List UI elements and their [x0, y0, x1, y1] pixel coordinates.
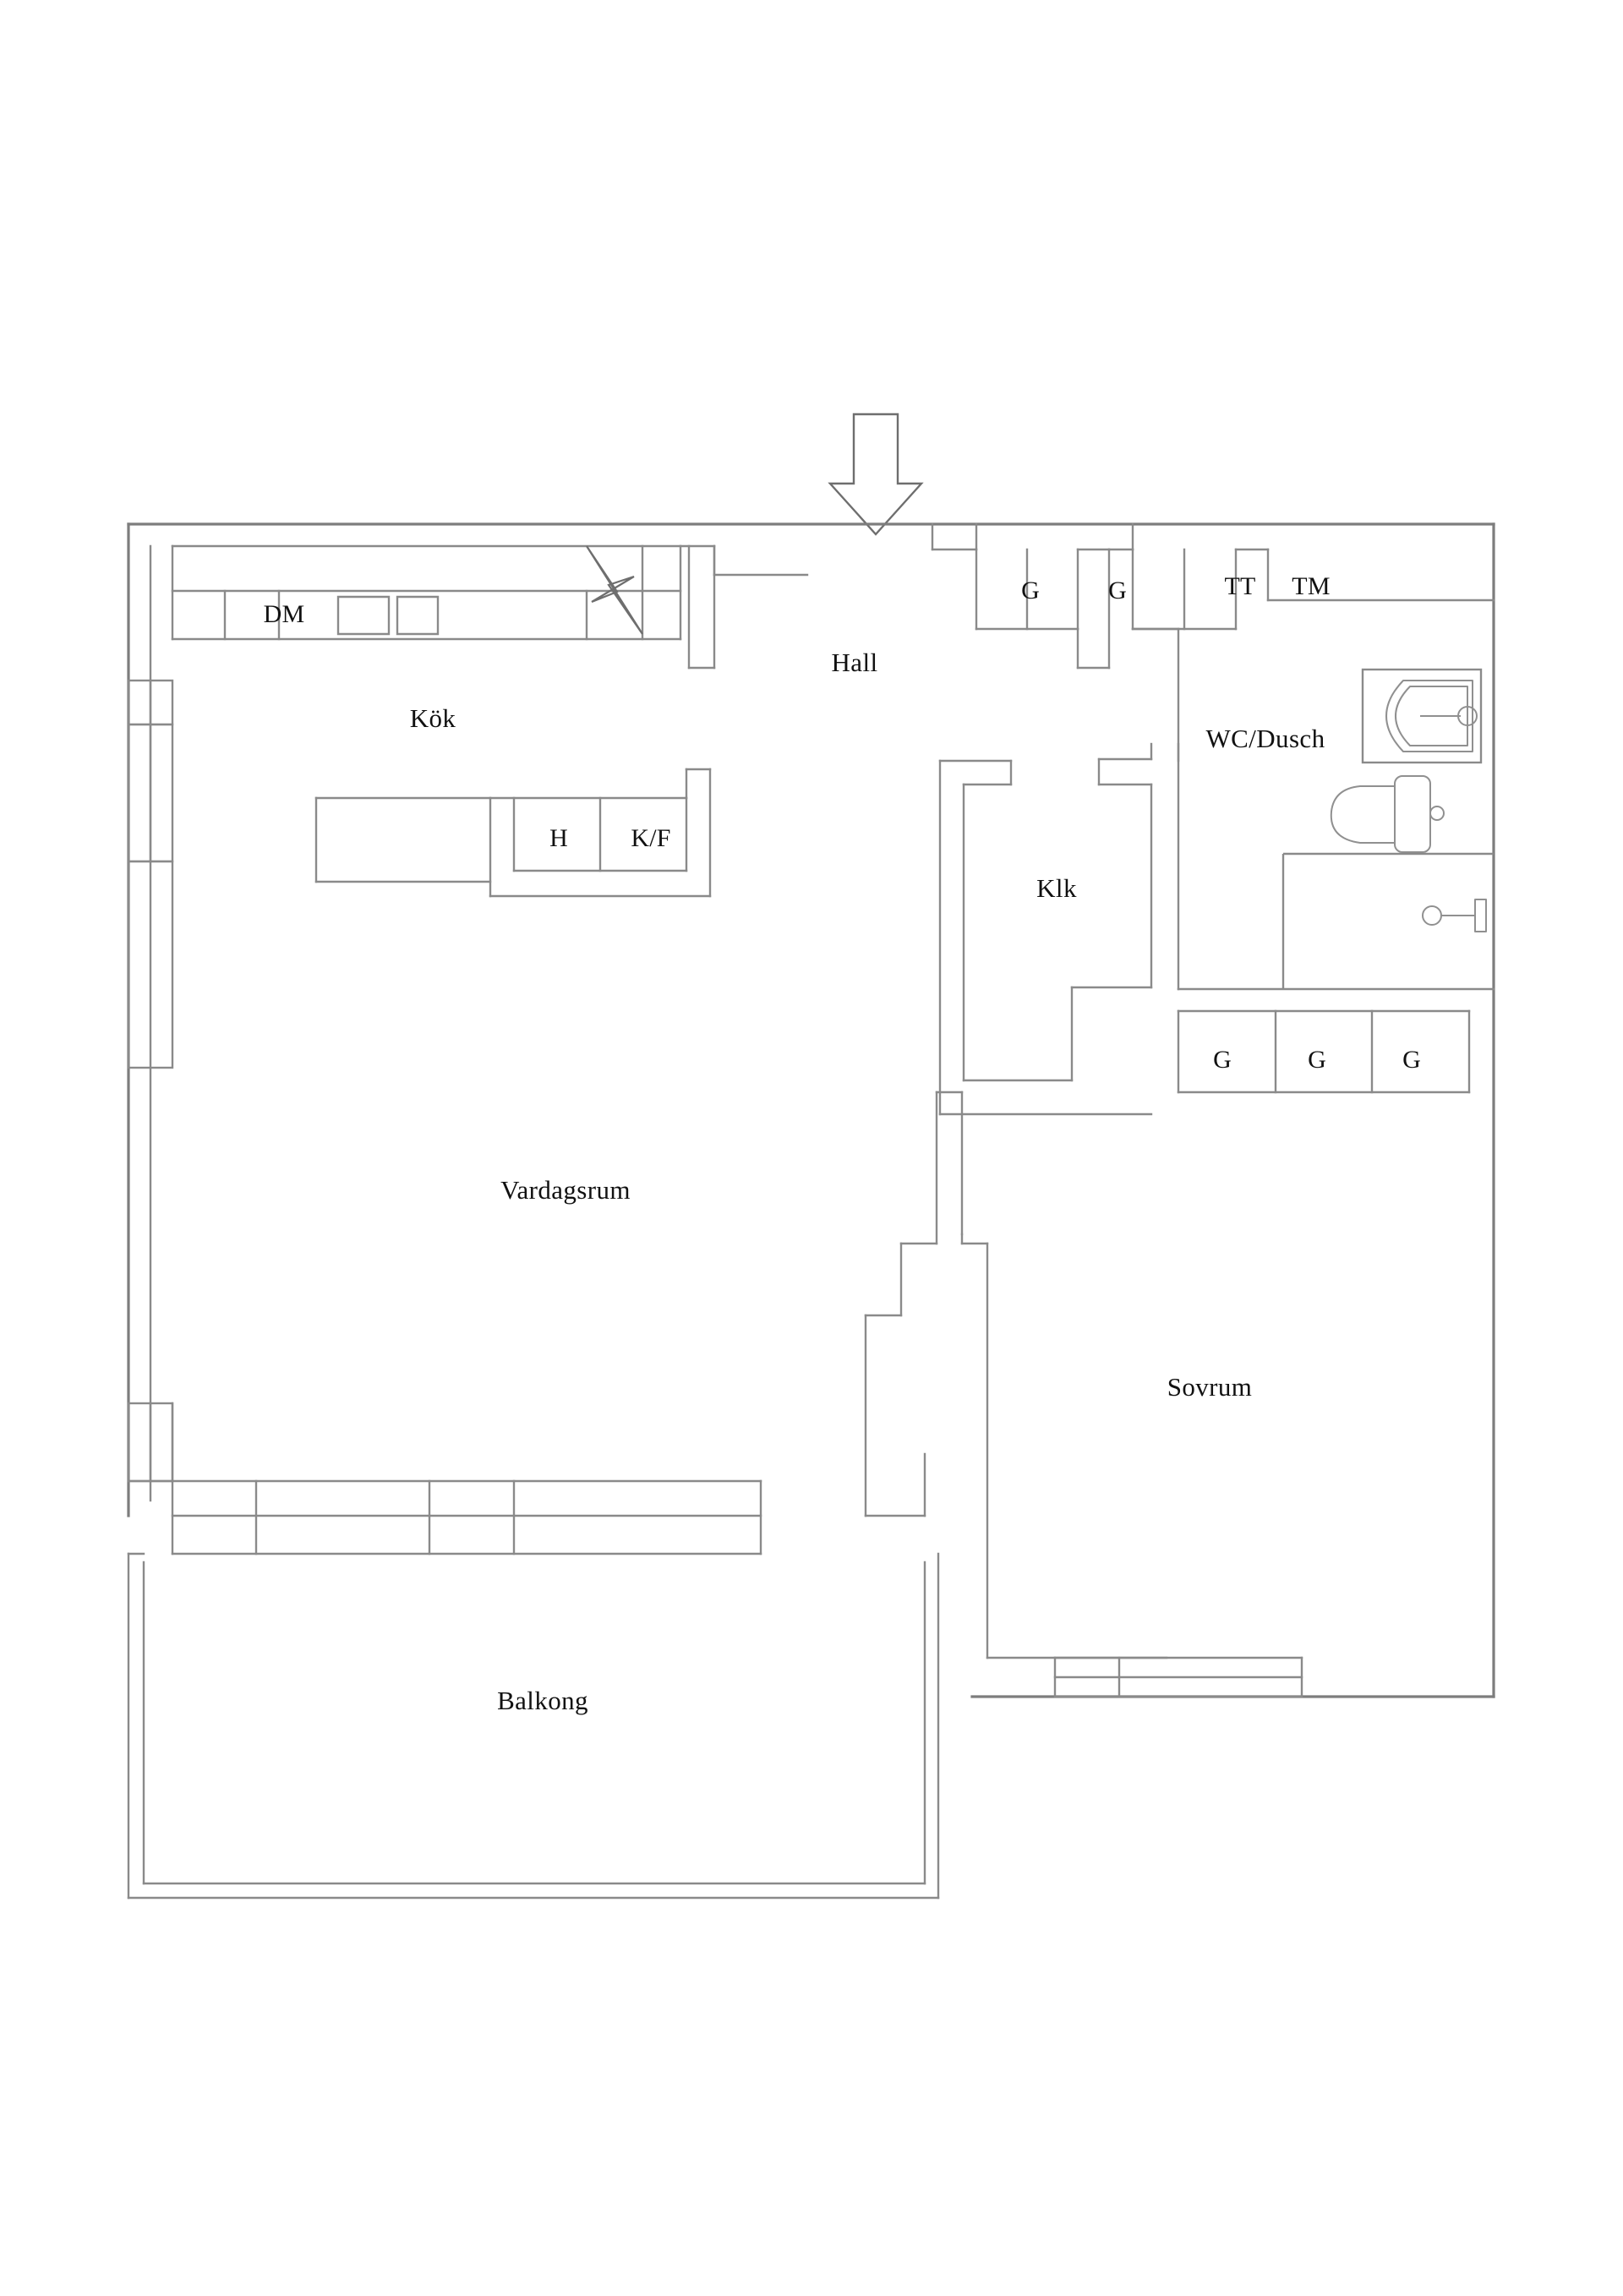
- room-label-wc-dusch: WC/Dusch: [1205, 724, 1325, 753]
- kitchen-top-counter: [223, 544, 644, 641]
- wc-dusch-walls: [1131, 548, 1495, 991]
- klk-walls: [938, 742, 1180, 1116]
- room-label-kok: Kök: [409, 703, 456, 733]
- electric-stove-symbol-icon: [586, 545, 643, 635]
- room-label-hall: Hall: [831, 648, 878, 677]
- appliance-label-dishwasher: DM: [263, 600, 305, 628]
- entrance-arrow-icon: [828, 413, 924, 536]
- appliance-label-closet-bed-2: G: [1308, 1046, 1326, 1074]
- appliance-label-fridge: K/F: [631, 824, 671, 852]
- room-label-balkong: Balkong: [497, 1686, 588, 1715]
- appliance-label-oven: H: [549, 824, 568, 852]
- hall-walls: [931, 522, 978, 551]
- appliance-label-tumble-dryer: TT: [1224, 572, 1256, 600]
- window-living-left-group: [127, 679, 174, 1483]
- room-label-vardagsrum: Vardagsrum: [500, 1175, 631, 1205]
- balcony-outline: [127, 1552, 940, 1900]
- appliance-label-closet-hall-2: G: [1108, 577, 1127, 604]
- appliance-label-closet-bed-1: G: [1213, 1046, 1232, 1074]
- appliance-label-closet-bed-3: G: [1402, 1046, 1421, 1074]
- bedroom-living-partition: [864, 1091, 1168, 1659]
- appliance-label-washing-machine: TM: [1292, 572, 1331, 600]
- hall-closets: [975, 548, 1111, 670]
- bathroom-fixtures: [1281, 668, 1494, 989]
- outer-walls: [127, 522, 1495, 1698]
- kitchen-lower-counter: [314, 768, 712, 898]
- window-bedroom-group: [1053, 1656, 1303, 1698]
- room-label-sovrum: Sovrum: [1167, 1372, 1253, 1402]
- balcony-door-band: [171, 1479, 762, 1555]
- kitchen-hall-partition: [171, 544, 809, 670]
- bedroom-closets: [1177, 1009, 1471, 1094]
- laundry-units: [1107, 522, 1238, 631]
- room-label-klk: Klk: [1036, 873, 1077, 903]
- appliance-label-closet-hall-1: G: [1021, 577, 1040, 604]
